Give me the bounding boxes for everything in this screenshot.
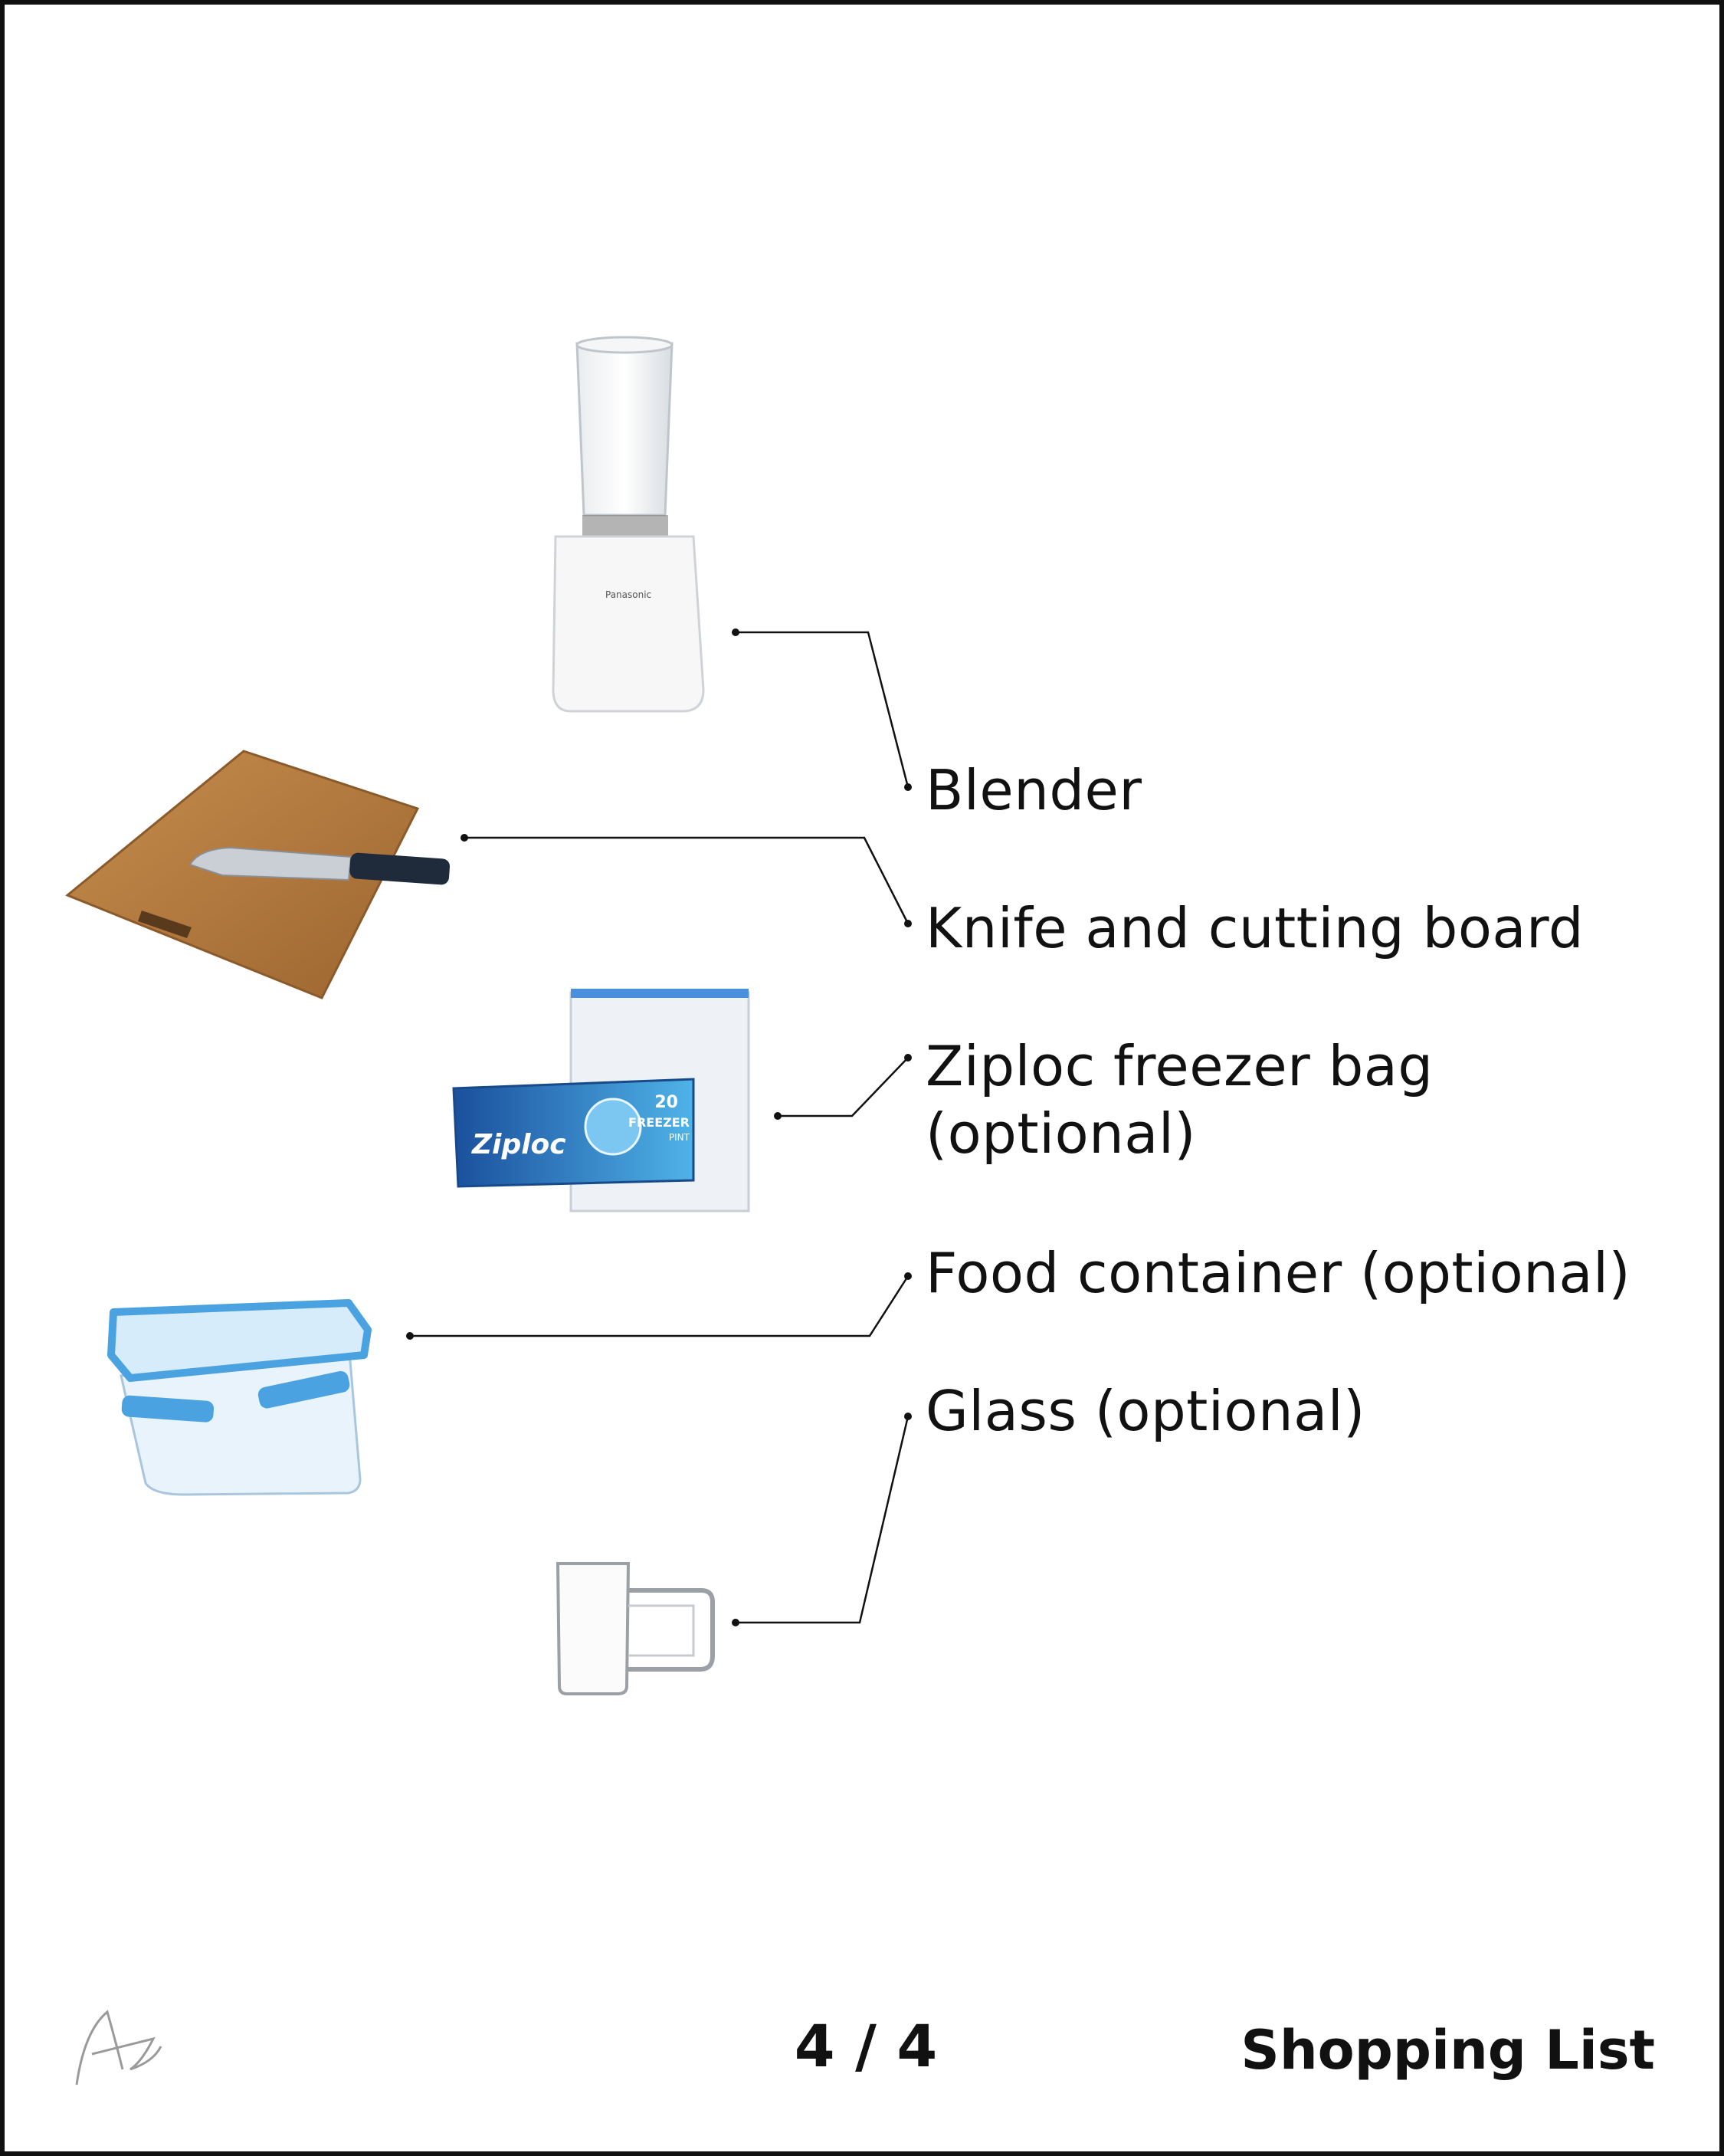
ziploc-size-text: PINT: [669, 1132, 690, 1143]
ziploc-type-text: FREEZER: [628, 1115, 690, 1130]
connector-dots: [406, 628, 912, 1626]
page-number: 4 / 4: [794, 2012, 938, 2080]
ziploc-brand-text: Ziploc: [471, 1129, 566, 1160]
footer-title: Shopping List: [1241, 2019, 1655, 2082]
ziploc-bag-icon: Ziploc 20 FREEZER PINT: [452, 989, 750, 1213]
item-label-knife-cutting-board: Knife and cutting board: [926, 896, 1585, 960]
ziploc-count-text: 20: [654, 1093, 678, 1112]
glass-mug-icon: [556, 1562, 715, 1695]
connector-knife: [464, 836, 910, 924]
item-label-food-container: Food container (optional): [926, 1241, 1631, 1305]
connector-ziploc: [778, 1057, 909, 1117]
connector-glass: [736, 1416, 910, 1624]
item-label-glass: Glass (optional): [926, 1379, 1365, 1443]
connector-blender: [736, 631, 910, 788]
blender-icon: Panasonic: [552, 336, 705, 713]
item-label-ziploc-line1: Ziploc freezer bag: [926, 1034, 1434, 1098]
connector-container: [410, 1275, 910, 1337]
knife-cutting-board-icon: [65, 750, 451, 999]
blender-brand-text: Panasonic: [605, 589, 651, 600]
item-label-blender: Blender: [926, 758, 1142, 822]
signature-icon: [75, 2010, 162, 2085]
food-container-icon: [107, 1299, 372, 1496]
connector-lines: [410, 631, 910, 1624]
item-label-ziploc-line2: (optional): [926, 1101, 1196, 1166]
